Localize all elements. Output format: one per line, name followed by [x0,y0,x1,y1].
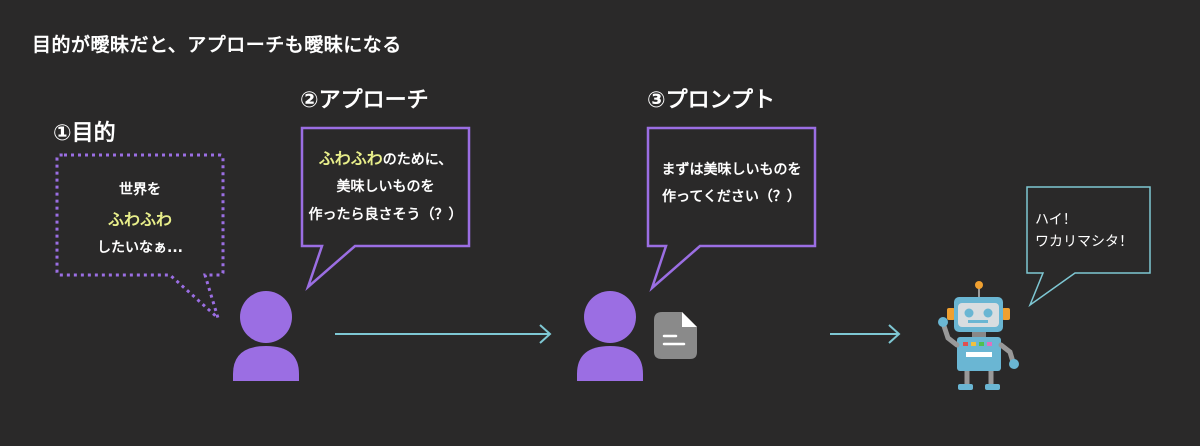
purpose-bubble-text: 世界を ふわふわ したいなぁ... [57,177,223,263]
step-label-approach: ②アプローチ [300,88,429,113]
arrow-right-icon [335,324,552,344]
person-icon [233,291,299,381]
person-icon [577,291,643,381]
robot-line-1: ハイ！ [1035,212,1077,228]
purpose-line-1: 世界を [119,182,161,198]
robot-bubble [1026,186,1151,308]
approach-line-3: 作ったら良さそう（？） [308,206,463,223]
purpose-highlight: ふわふわ [107,210,172,230]
approach-bubble-text: ふわふわのために、 美味しいものを 作ったら良さそう（？） [302,143,469,229]
robot-bubble-text: ハイ！ ワカリマシタ！ [1035,209,1133,254]
robot-icon [938,281,1019,390]
step-label-purpose: ①目的 [53,121,116,146]
approach-line-2: 美味しいものを [336,179,435,196]
arrow-right-icon [830,324,901,344]
document-icon [654,312,697,359]
approach-line-1: ふわふわのために、 [302,143,469,174]
purpose-line-3: したいなぁ... [97,240,183,257]
prompt-bubble [646,126,817,292]
prompt-line-1: まずは美味しいものを [661,162,802,178]
robot-line-2: ワカリマシタ！ [1035,234,1133,251]
approach-line-1-rest: のために、 [382,152,453,168]
approach-bubble [300,126,471,292]
page-title: 目的が曖昧だと、アプローチも曖昧になる [32,34,402,56]
prompt-line-2: 作ってください（？） [662,189,801,206]
prompt-bubble-text: まずは美味しいものを 作ってください（？） [648,157,815,212]
step-label-prompt: ③プロンプト [647,88,775,113]
approach-highlight: ふわふわ [318,149,383,168]
